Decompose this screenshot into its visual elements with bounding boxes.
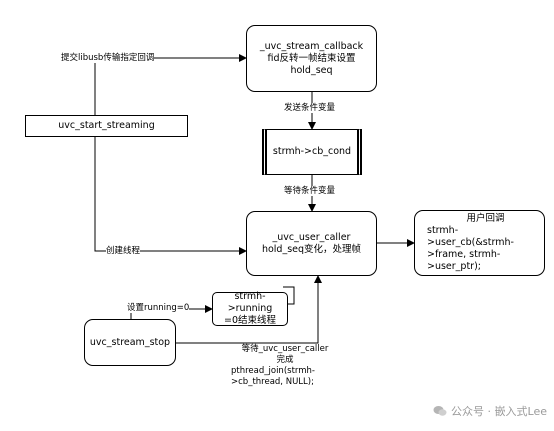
- node-user-callback-code-2: >frame, strmh->user_ptr);: [427, 249, 501, 272]
- edge-label-wait-done-3: pthread_join(strmh-: [231, 366, 315, 376]
- node-stream-stop: uvc_stream_stop: [84, 319, 176, 366]
- node-running-line2: =0结束线程: [223, 315, 276, 326]
- node-user-callback-code-1: strmh->user_cb(&strmh-: [427, 225, 514, 248]
- wechat-icon: [433, 406, 447, 416]
- edge-label-create-thread: 创建线程: [106, 246, 141, 256]
- edge-label-set-running: 设置running=0: [127, 303, 190, 313]
- node-stream-stop-label: uvc_stream_stop: [89, 336, 171, 348]
- edge-create-thread: [94, 137, 247, 255]
- edge-label-submit: 提交libusb传输指定回调: [61, 53, 155, 63]
- node-user-caller-desc: hold_seq变化，处理帧: [261, 243, 362, 255]
- edge-submit: [94, 54, 247, 118]
- node-stream-callback-title: _uvc_stream_callback: [259, 40, 364, 52]
- node-user-caller-title: _uvc_user_caller: [272, 231, 351, 243]
- edge-label-wait-done-2: 完成: [276, 355, 294, 365]
- edge-label-wait-cond: 等待条件变量: [284, 186, 336, 196]
- node-stream-callback: _uvc_stream_callback fid反转一帧结束设置hold_seq: [246, 25, 377, 92]
- node-user-callback-title: 用户回调: [466, 213, 505, 224]
- node-stream-callback-desc: fid反转一帧结束设置hold_seq: [267, 52, 356, 76]
- node-start-streaming: uvc_start_streaming: [25, 115, 188, 137]
- node-cb-cond: strmh->cb_cond: [262, 129, 362, 175]
- edge-label-wait-done-4: >cb_thread, NULL);: [231, 377, 314, 387]
- node-running-line1: strmh->running: [227, 291, 273, 314]
- edge-wait-done: [176, 275, 322, 344]
- node-user-callback: 用户回调 strmh->user_cb(&strmh- >frame, strm…: [414, 210, 545, 276]
- node-running: strmh->running =0结束线程: [212, 291, 288, 326]
- watermark: 公众号 · 嵌入式Lee: [433, 403, 547, 419]
- node-start-streaming-label: uvc_start_streaming: [58, 120, 155, 131]
- node-user-caller: _uvc_user_caller hold_seq变化，处理帧: [246, 211, 377, 276]
- edge-label-wait-done: 等待_uvc_user_caller 完成 pthread_join(strmh…: [227, 344, 343, 388]
- edge-label-send-cond: 发送条件变量: [284, 103, 336, 113]
- edge-label-wait-done-1: 等待_uvc_user_caller: [241, 344, 329, 354]
- node-cb-cond-label: strmh->cb_cond: [272, 146, 352, 157]
- watermark-text: 公众号 · 嵌入式Lee: [451, 405, 547, 418]
